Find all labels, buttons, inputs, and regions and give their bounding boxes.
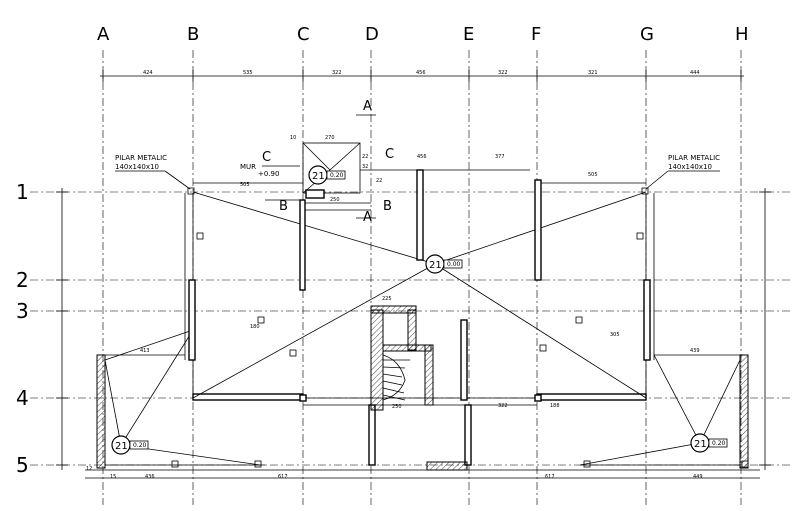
svg-text:270: 270 [325,135,335,141]
section-mark-b-left: B [279,199,288,214]
svg-text:22: 22 [362,154,368,160]
svg-text:439: 439 [690,348,700,354]
axis-number-5: 5 [16,453,29,477]
dim-cd: 322 [332,70,342,76]
top-dimension-chain: 424 535 322 456 322 321 444 [100,70,744,82]
axis-letter-d: D [365,24,379,45]
section-mark-a-top: A [363,99,372,114]
svg-text:377: 377 [495,154,505,160]
column-tag-4: 21 0.20 [690,433,728,453]
svg-text:250: 250 [392,404,402,410]
svg-text:449: 449 [693,474,703,480]
axis-number-1: 1 [16,180,29,204]
svg-text:505: 505 [240,182,250,188]
section-mark-c-right: C [385,147,394,162]
column-c-upper [299,199,306,291]
svg-text:617: 617 [545,474,555,480]
central-staircase [370,305,468,471]
svg-text:32: 32 [362,164,368,170]
dim-gh: 444 [690,70,700,76]
svg-text:0.20: 0.20 [133,442,147,449]
axis-letter-b: B [187,24,199,45]
svg-text:180: 180 [250,324,260,330]
svg-text:225: 225 [382,296,392,302]
column-de-upper [416,169,424,261]
svg-text:22: 22 [376,178,382,184]
axis-letter-g: G [640,24,654,45]
svg-text:0.20: 0.20 [330,172,344,179]
svg-text:456: 456 [417,154,427,160]
beam-right-level4 [536,393,647,401]
svg-text:0.00: 0.00 [447,261,461,268]
pillar-right-label: PILAR METALIC [668,154,720,162]
column-tag-1: 21 0.20 [308,165,346,185]
dim-ab: 424 [143,70,153,76]
dim-fg: 321 [588,70,598,76]
pillar-left-label: PILAR METALIC [115,154,167,162]
left-dimension-chain [56,188,68,470]
dim-de: 456 [416,70,426,76]
svg-text:21: 21 [312,171,325,182]
columns [188,179,651,466]
axis-letter-a: A [97,24,110,45]
svg-text:250: 250 [330,197,340,203]
right-lower-wing [579,354,749,469]
detail-squares [171,187,749,468]
svg-text:505: 505 [588,172,598,178]
pillar-right-size: 140x140x10 [668,163,712,171]
svg-text:21: 21 [694,439,707,450]
axis-number-4: 4 [16,386,29,410]
mur-level: +0.90 [258,170,279,178]
right-dimension-chain [759,188,771,470]
svg-text:10: 10 [290,135,296,141]
column-tag-2: 21 0.00 [425,254,463,274]
section-mark-a-bottom: A [363,210,372,225]
dim-ef: 322 [498,70,508,76]
svg-text:413: 413 [140,348,150,354]
svg-text:12: 12 [86,466,92,472]
svg-text:305: 305 [610,332,620,338]
svg-text:188: 188 [550,403,560,409]
section-mark-b-right: B [383,199,392,214]
central-top-box [262,114,530,291]
vertical-grid-lines [102,50,742,505]
axis-letter-f: F [531,24,541,45]
svg-text:322: 322 [498,403,508,409]
axis-number-2: 2 [16,268,29,292]
dim-bc: 535 [243,70,253,76]
svg-text:0.20: 0.20 [712,440,726,447]
axis-letter-e: E [463,24,474,45]
misc-dimensions: 270 10 22 32 22 250 456 377 505 505 413 … [86,135,703,480]
svg-text:21: 21 [115,441,128,452]
beam-left-level4 [192,393,304,401]
axis-letter-h: H [735,24,749,45]
axis-letter-c: C [297,24,310,45]
section-mark-c-left: C [262,150,271,165]
building-outline [85,182,760,479]
svg-text:617: 617 [278,474,288,480]
column-tag-3: 21 0.20 [111,435,149,455]
svg-text:15: 15 [110,474,116,480]
svg-text:21: 21 [429,260,442,271]
pillar-left-size: 140x140x10 [115,163,159,171]
svg-text:436: 436 [145,474,155,480]
axis-number-3: 3 [16,299,29,323]
mur-label: MUR [240,163,256,171]
